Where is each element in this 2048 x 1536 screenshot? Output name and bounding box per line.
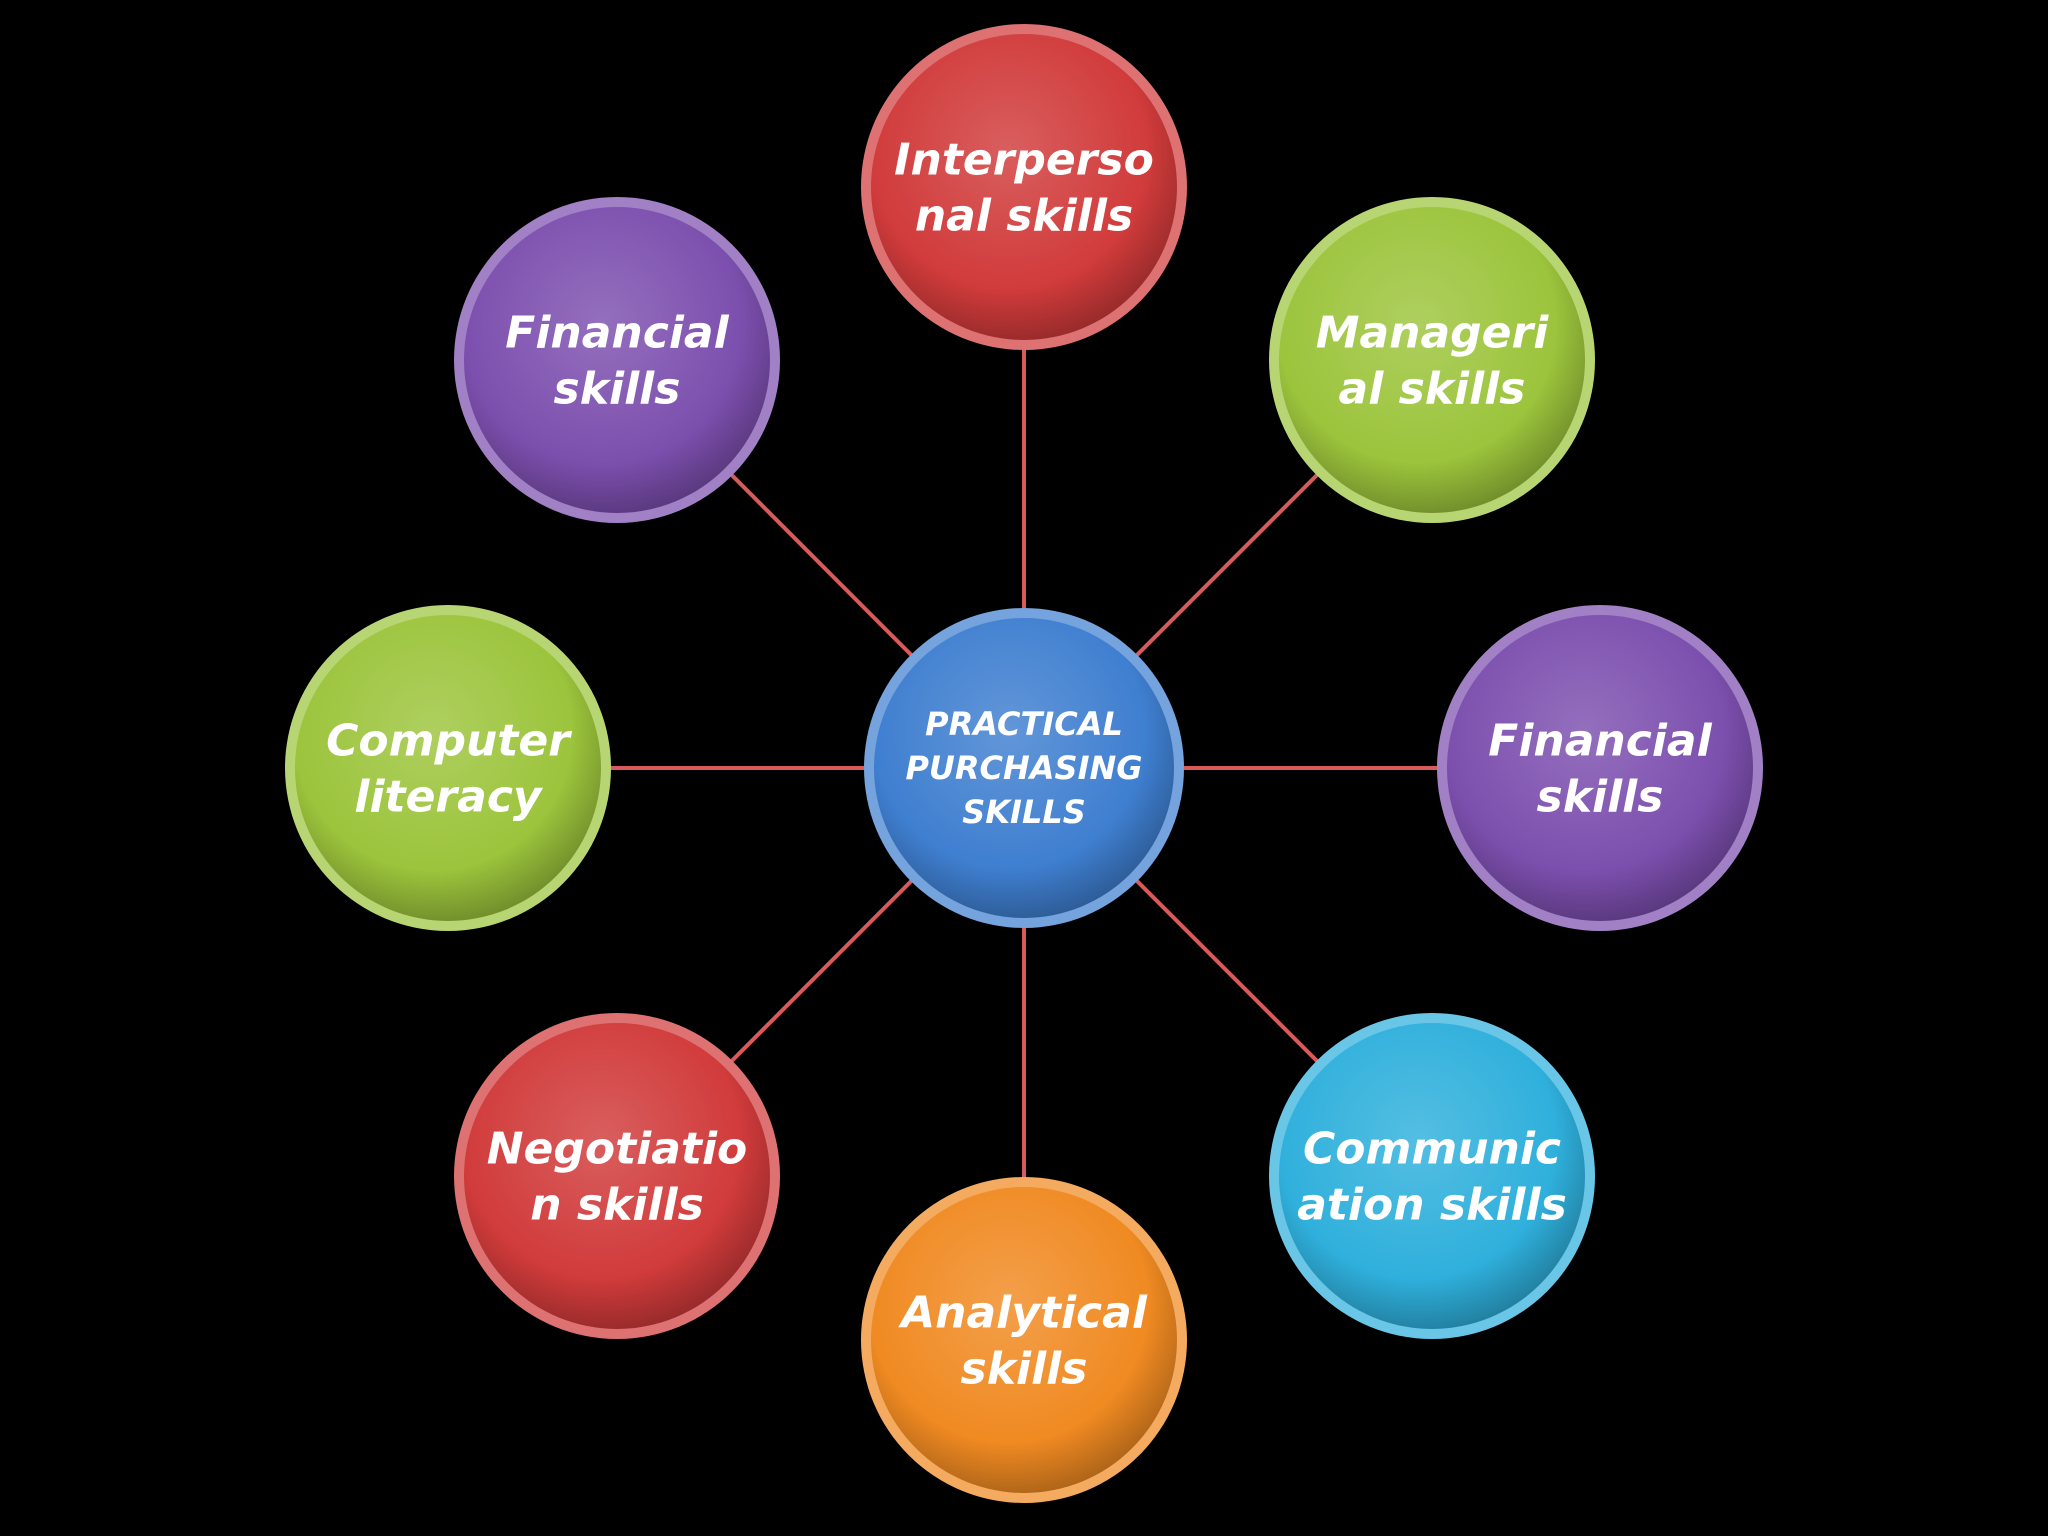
center-node-label-line: PRACTICAL	[925, 705, 1123, 743]
node-analytical-label-line: skills	[961, 1343, 1088, 1394]
node-managerial-circle	[1279, 207, 1585, 513]
node-interpersonal-label-line: Interperso	[894, 134, 1154, 185]
node-negotiation-label-line: Negotiatio	[487, 1123, 748, 1174]
node-analytical-label-line: Analytical	[898, 1287, 1148, 1338]
node-managerial-label-line: al skills	[1339, 363, 1526, 414]
node-financial-right-label-line: Financial	[1488, 715, 1712, 766]
center-node-circle	[874, 618, 1174, 918]
node-computer-literacy-circle	[295, 615, 601, 921]
node-interpersonal-circle	[871, 34, 1177, 340]
node-communication-circle	[1279, 1023, 1585, 1329]
node-financial-left-label-line: Financial	[505, 307, 729, 358]
node-communication-label-line: Communic	[1303, 1123, 1561, 1174]
node-computer-literacy-label-line: literacy	[354, 771, 544, 822]
node-financial-right-label-line: skills	[1537, 771, 1664, 822]
node-managerial-label-line: Manageri	[1316, 307, 1550, 358]
node-negotiation-circle	[464, 1023, 770, 1329]
node-analytical-circle	[871, 1187, 1177, 1493]
node-interpersonal-label-line: nal skills	[915, 190, 1133, 241]
node-financial-left-label-line: skills	[554, 363, 681, 414]
node-financial-right-circle	[1447, 615, 1753, 921]
node-computer-literacy-label-line: Computer	[326, 715, 572, 766]
center-node-label-line: SKILLS	[962, 793, 1086, 831]
node-financial-left-circle	[464, 207, 770, 513]
center-node: PRACTICAL PURCHASING SKILLS	[864, 608, 1184, 928]
center-node-label-line: PURCHASING	[905, 749, 1142, 787]
node-communication-label-line: ation skills	[1297, 1179, 1567, 1230]
node-negotiation-label-line: n skills	[530, 1179, 704, 1230]
